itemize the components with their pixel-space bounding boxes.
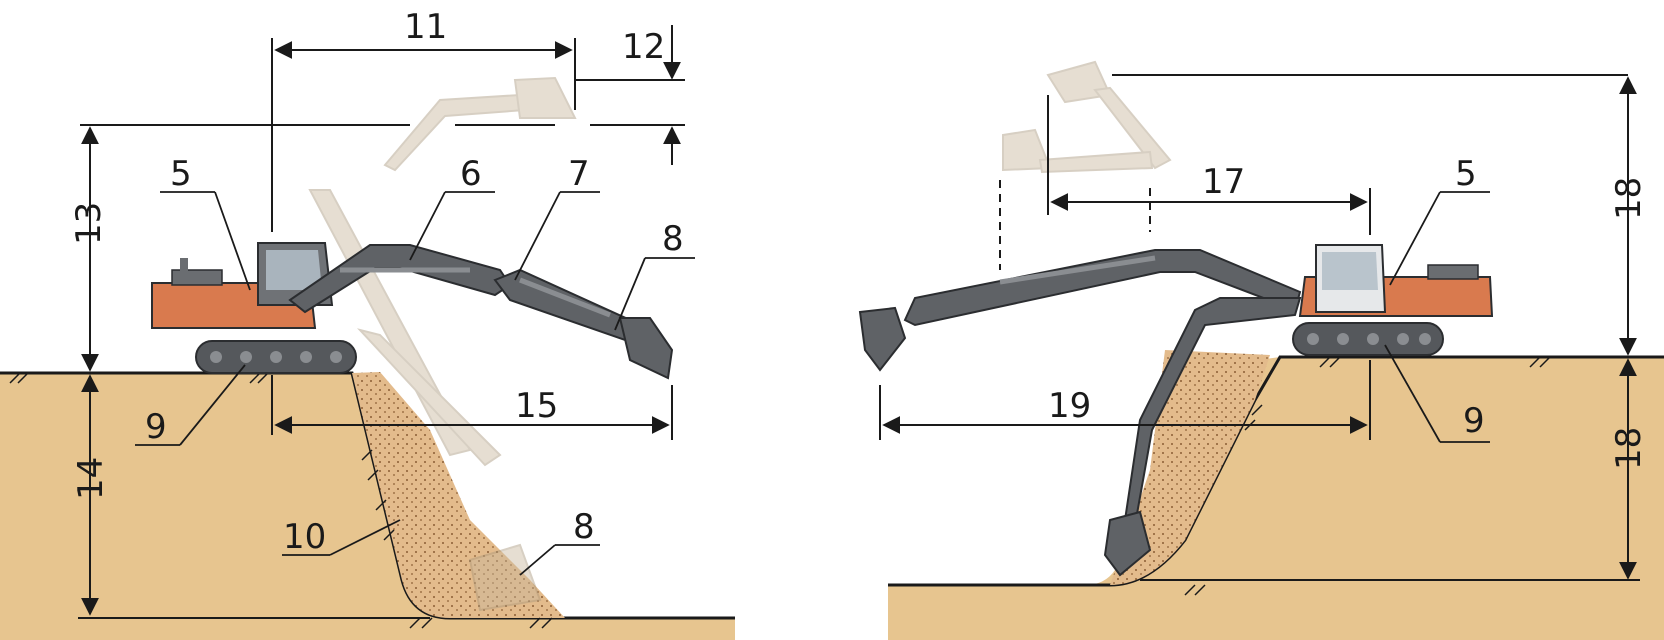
left-callout-9: 9 [145, 407, 167, 447]
left-hatching [9, 372, 553, 629]
right-callout-17: 17 [1202, 162, 1245, 202]
left-dimensions [78, 25, 685, 619]
left-callout-8-ghost: 8 [573, 507, 595, 547]
left-callout-14: 14 [71, 457, 111, 500]
left-leaders [135, 191, 695, 576]
right-callout-18-top: 18 [1609, 177, 1649, 220]
left-callout-11: 11 [404, 7, 447, 47]
right-callout-19: 19 [1048, 386, 1091, 426]
right-lower-bucket [1103, 510, 1152, 577]
right-ghost-attachment [1002, 60, 1172, 174]
left-callout-13: 13 [69, 202, 109, 245]
left-bucket [618, 317, 674, 380]
right-scene: 17 18 18 19 5 9 [858, 60, 1664, 640]
left-callout-8: 8 [662, 219, 684, 259]
right-callout-9: 9 [1463, 401, 1485, 441]
right-callout-5: 5 [1455, 154, 1477, 194]
right-spoil-pile [1110, 350, 1270, 585]
right-bucket [858, 306, 907, 372]
left-callout-15: 15 [515, 386, 558, 426]
left-callout-6: 6 [460, 154, 482, 194]
left-callout-10: 10 [283, 517, 326, 557]
right-boom [903, 249, 1302, 327]
right-dimensions [879, 74, 1640, 581]
left-stick [493, 268, 632, 342]
left-callout-7: 7 [568, 154, 590, 194]
right-ground [888, 357, 1664, 640]
right-callout-18-bottom: 18 [1609, 427, 1649, 470]
left-callout-12: 12 [622, 27, 665, 67]
right-leaders [1384, 191, 1490, 443]
left-callout-5: 5 [170, 154, 192, 194]
left-scene: 11 12 13 14 15 5 6 7 8 9 10 8 [0, 7, 735, 640]
